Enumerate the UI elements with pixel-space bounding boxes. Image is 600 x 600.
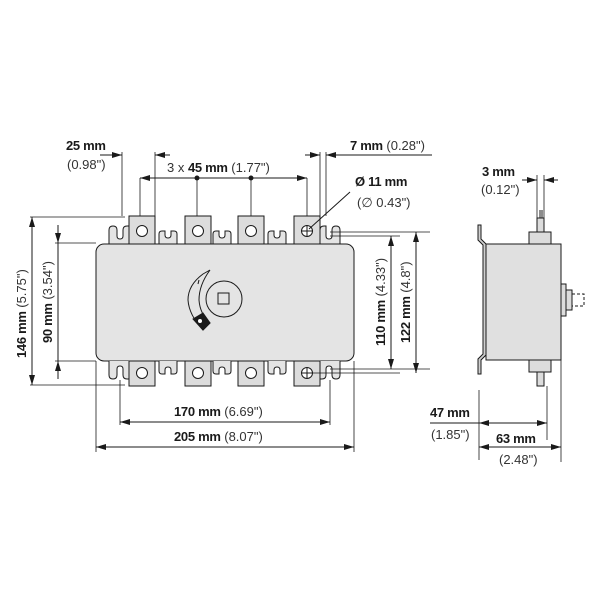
dim-146mm-label: 146 mm (5.75"): [14, 269, 29, 358]
dim-170mm-label: 170 mm (6.69"): [174, 404, 263, 419]
dim-pitch-label: 3 x 45 mm (1.77"): [167, 160, 270, 175]
dim-205mm-label: 205 mm (8.07"): [174, 429, 263, 444]
dim-110mm-label: 110 mm (4.33"): [373, 257, 388, 346]
extension-lines: [30, 152, 430, 452]
dim-122mm-label: 122 mm (4.8"): [398, 261, 413, 343]
dim-3mm-label: 3 mm: [482, 164, 515, 179]
dim-3mm-inch-label: (0.12"): [481, 182, 520, 197]
dim-hole-dia-label: Ø 11 mm: [355, 174, 408, 189]
dim-25mm-inch-label: (0.98"): [67, 157, 106, 172]
dim-63mm-inch-label: (2.48"): [499, 452, 538, 467]
dim-7mm-label: 7 mm (0.28"): [350, 138, 425, 153]
dim-hole-dia-inch-label: (∅ 0.43"): [357, 195, 411, 210]
side-view: [430, 175, 585, 462]
dim-63mm-label: 63 mm: [496, 431, 536, 446]
dimension-lines: [29, 152, 432, 450]
dim-47mm-inch-label: (1.85"): [431, 427, 470, 442]
front-view: [29, 152, 432, 452]
dim-90mm-label: 90 mm (3.54"): [40, 261, 55, 343]
dim-47mm-label: 47 mm: [430, 405, 470, 420]
dim-25mm-label: 25 mm: [66, 138, 106, 153]
rotary-handle: [187, 269, 243, 331]
bottom-terminals: [108, 360, 341, 387]
